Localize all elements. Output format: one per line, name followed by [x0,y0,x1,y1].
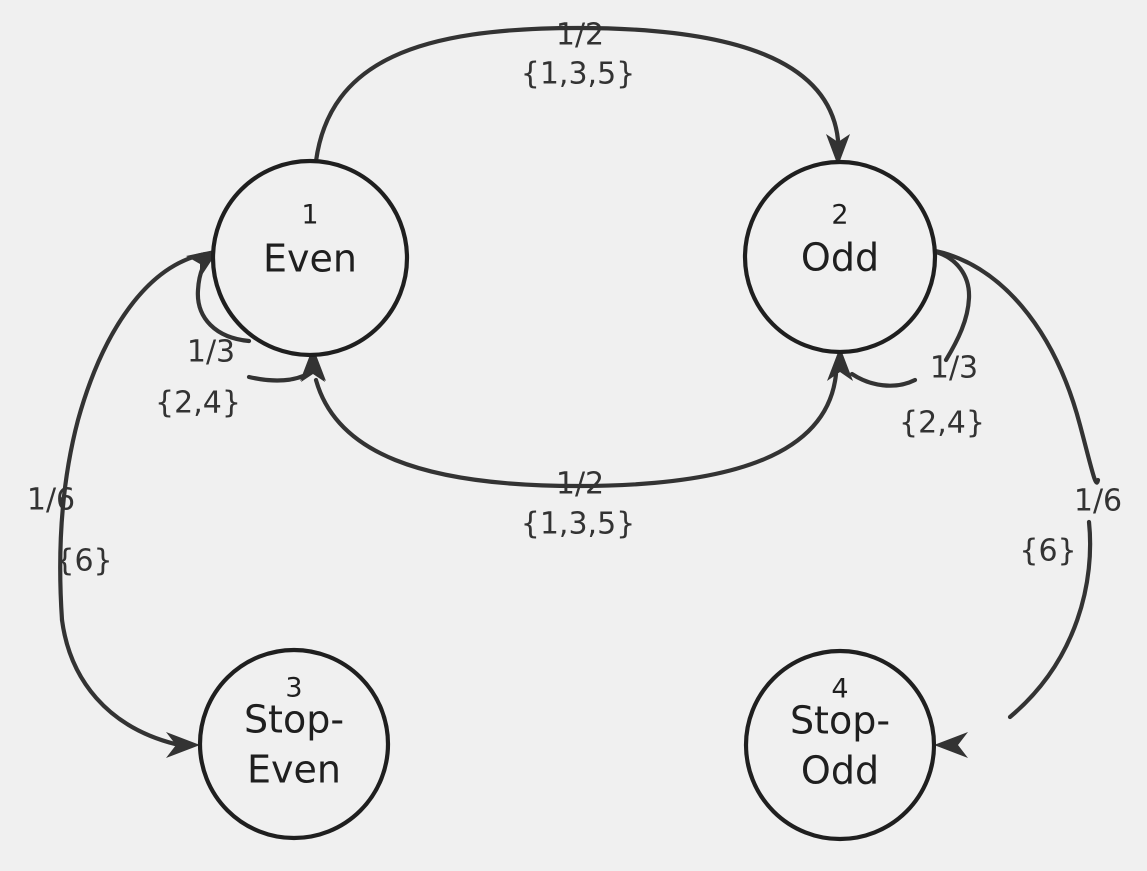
node-even-label: Even [263,237,357,281]
node-stop-odd-label-line1: Stop- [790,699,890,743]
node-odd[interactable]: 2 Odd [742,159,938,355]
node-stop-even-id: 3 [285,673,302,704]
edge-even-to-odd-path [313,25,841,164]
node-stop-odd-label-line2: Odd [801,749,879,793]
node-even-id: 1 [301,200,318,231]
node-even-circle [210,158,410,358]
edge-even-to-stop-even-lower [59,617,178,747]
edge-odd-self-loop[interactable]: 1/3 {2,4} [827,249,985,441]
node-stop-odd[interactable]: 4 Stop- Odd [743,648,937,842]
node-stop-even-label-line2: Even [247,748,341,792]
edge-even-self-loop-symbols: {2,4} [155,386,241,421]
edge-even-to-stop-even-upper [58,251,208,623]
edge-even-to-odd-arrowhead [826,134,850,166]
edge-even-to-stop-even-probability: 1/6 [27,483,75,518]
node-odd-circle [742,159,938,355]
edge-even-self-loop-probability: 1/3 [187,335,235,370]
edge-even-self-loop-tail [246,347,326,383]
node-stop-odd-id: 4 [831,674,848,705]
node-odd-id: 2 [831,200,848,231]
edge-odd-self-loop-symbols: {2,4} [899,406,985,441]
edge-odd-to-stop-odd-lower [1007,519,1093,720]
edge-odd-to-even-symbols: {1,3,5} [521,507,636,542]
edge-odd-to-even-path [313,371,839,489]
edge-even-to-stop-even[interactable]: 1/6 {6} [27,251,208,758]
edge-odd-self-loop-path [933,249,972,363]
edge-odd-to-stop-odd-upper [927,247,1101,485]
edge-odd-to-stop-odd-symbols: {6} [1019,534,1076,569]
edge-even-to-stop-even-symbols: {6} [55,544,112,579]
edge-odd-to-even-probability: 1/2 [556,467,604,502]
edge-even-to-odd-symbols: {1,3,5} [521,57,636,92]
edge-odd-to-stop-odd[interactable]: 1/6 {6} [927,247,1122,758]
edge-odd-self-loop-probability: 1/3 [930,351,978,386]
node-stop-even[interactable]: 3 Stop- Even [197,647,391,841]
edge-odd-self-loop-return [849,371,918,388]
edge-even-to-stop-even-arrowhead [166,732,200,758]
edge-even-self-loop-tail-path [246,370,312,383]
edge-odd-to-stop-odd-probability: 1/6 [1074,484,1122,519]
edge-odd-to-stop-odd-arrowhead [934,732,968,758]
edge-even-self-loop-tail-arrowhead [300,347,326,381]
edge-even-to-odd[interactable]: 1/2 {1,3,5} [313,18,850,167]
node-stop-even-circle [197,647,391,841]
node-stop-odd-circle [743,648,937,842]
node-stop-even-label-line1: Stop- [244,698,344,742]
node-even[interactable]: 1 Even [210,158,410,358]
node-odd-label: Odd [801,236,879,280]
edge-even-to-odd-probability: 1/2 [556,18,604,53]
edge-odd-to-even[interactable]: 1/2 {1,3,5} [301,349,839,542]
edge-odd-self-loop-arrowhead [827,347,853,381]
